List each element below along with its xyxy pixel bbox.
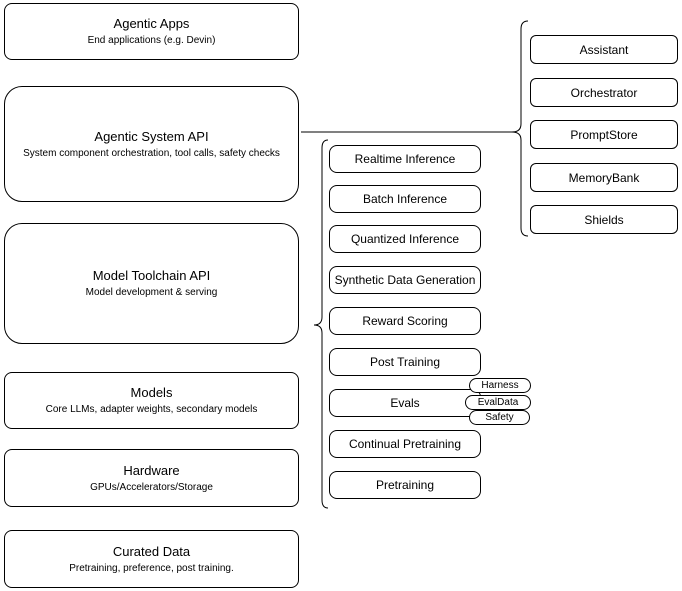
node-title: Agentic Apps [113,16,190,31]
node-pretraining: Pretraining [329,471,481,499]
node-shields: Shields [530,205,678,234]
node-model-toolchain-api: Model Toolchain API Model development & … [4,223,299,344]
node-title: Hardware [123,462,180,478]
node-continual-pretraining: Continual Pretraining [329,430,481,458]
node-subtitle: Core LLMs, adapter weights, secondary mo… [45,404,258,415]
node-memorybank: MemoryBank [530,163,678,192]
node-hardware: Hardware GPUs/Accelerators/Storage [4,449,299,507]
node-title: Curated Data [112,543,191,559]
node-subtitle: GPUs/Accelerators/Storage [90,481,213,493]
badge-safety: Safety [469,410,530,425]
node-title: Models [130,385,173,400]
node-subtitle: Pretraining, preference, post training. [69,562,234,574]
node-subtitle: Model development & serving [85,287,218,298]
node-agentic-apps: Agentic Apps End applications (e.g. Devi… [4,3,299,60]
badge-harness: Harness [469,378,531,393]
system-components-bracket [511,20,529,237]
node-post-training: Post Training [329,348,481,376]
node-batch-inference: Batch Inference [329,185,481,213]
badge-evaldata: EvalData [465,395,531,410]
node-agentic-system-api: Agentic System API System component orch… [4,86,299,202]
node-reward-scoring: Reward Scoring [329,307,481,335]
node-title: Model Toolchain API [92,268,211,283]
node-assistant: Assistant [530,35,678,64]
node-subtitle: System component orchestration, tool cal… [23,147,280,159]
node-orchestrator: Orchestrator [530,78,678,107]
toolchain-bracket [313,139,329,509]
node-promptstore: PromptStore [530,120,678,149]
node-subtitle: End applications (e.g. Devin) [87,35,216,46]
node-title: Agentic System API [94,128,209,144]
node-realtime-inference: Realtime Inference [329,145,481,173]
node-models: Models Core LLMs, adapter weights, secon… [4,372,299,429]
node-synthetic-data-generation: Synthetic Data Generation [329,266,481,294]
node-evals: Evals [329,389,481,417]
node-quantized-inference: Quantized Inference [329,225,481,253]
node-curated-data: Curated Data Pretraining, preference, po… [4,530,299,588]
